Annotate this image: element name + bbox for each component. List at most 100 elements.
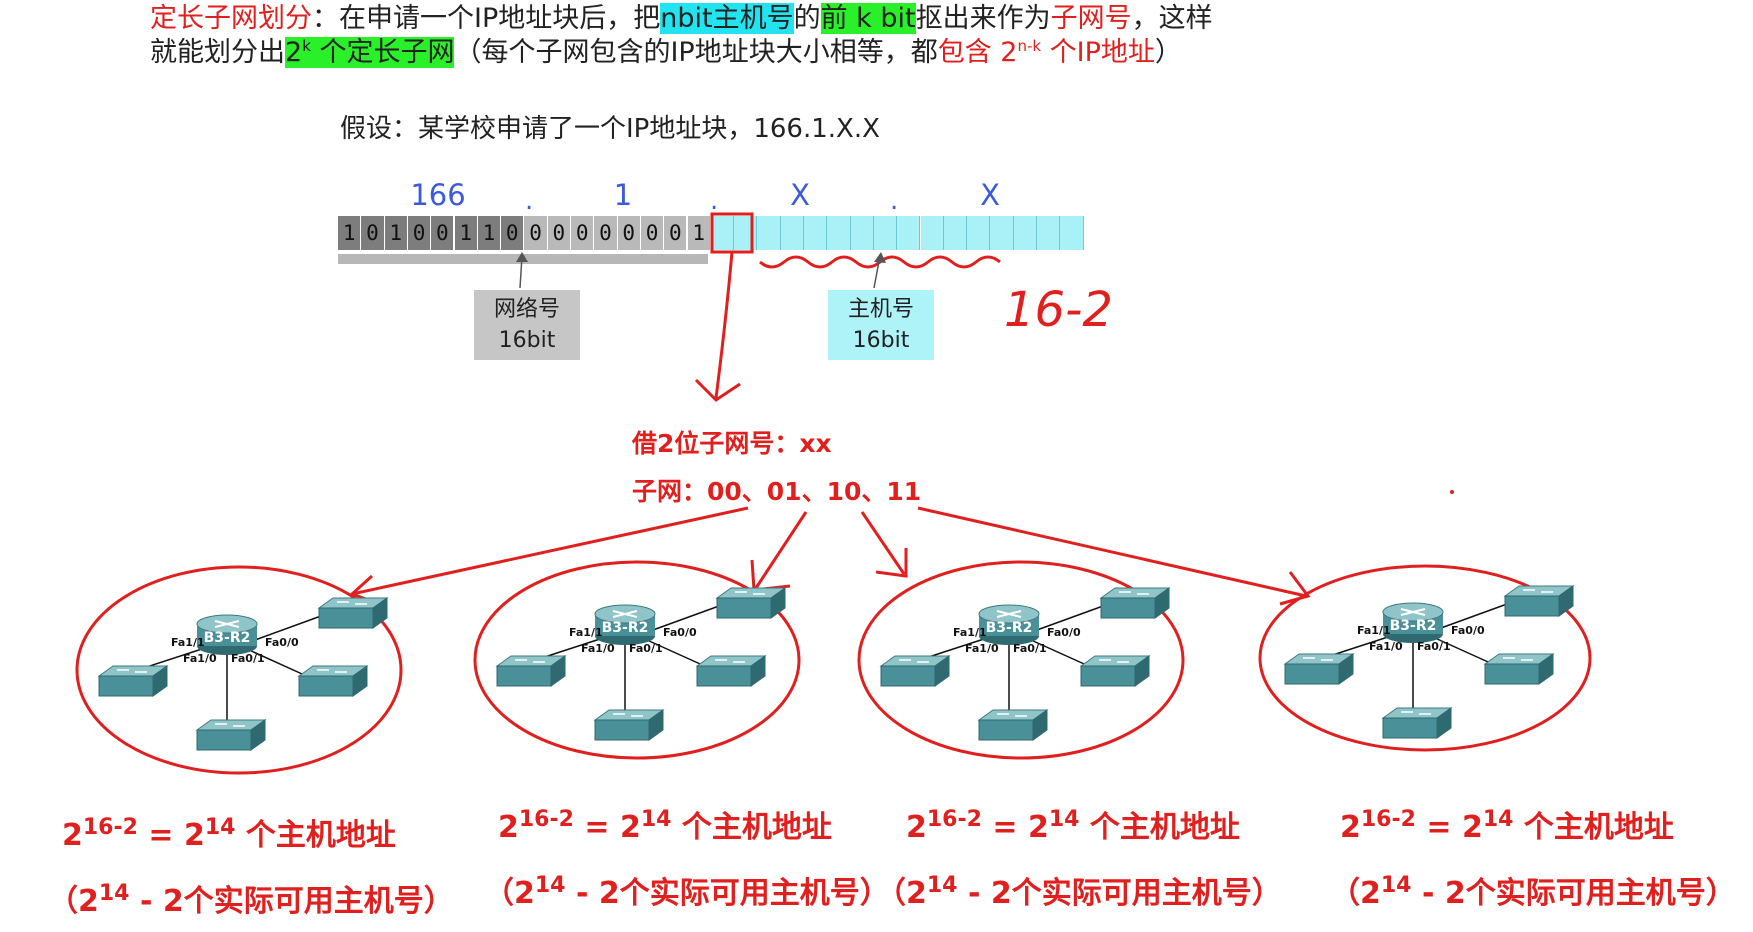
link-line xyxy=(1030,639,1094,669)
link-line xyxy=(1036,605,1104,631)
network-bit: 0 xyxy=(571,216,595,250)
formula-exp: 14 xyxy=(640,807,672,832)
network-bit: 1 xyxy=(454,216,478,250)
addr-text: 个IP地址 xyxy=(1041,37,1155,68)
formula-exp: 16-2 xyxy=(926,807,982,832)
formula-exp: 14 xyxy=(534,873,566,898)
formula-exp: 14 xyxy=(926,873,958,898)
usable-host-formula: （214 - 2个实际可用主机号） xyxy=(876,868,1282,912)
port-label: Fa0/0 xyxy=(663,626,697,639)
formula-text: 个主机地址 xyxy=(1513,810,1674,845)
host-bit xyxy=(1060,216,1084,250)
host-label-bits: 16bit xyxy=(852,328,910,353)
host-bit xyxy=(804,216,828,250)
formula-text: 个主机地址 xyxy=(671,810,832,845)
arrow-subnet-10-head xyxy=(875,548,908,578)
intro-text: （每个子网包含的IP地址块大小相等，都 xyxy=(454,37,938,68)
down-arrow-head xyxy=(694,378,741,402)
switch-icon xyxy=(1504,585,1574,617)
switch-icon xyxy=(696,655,766,687)
port-label: Fa0/1 xyxy=(1417,640,1451,653)
switch-icon xyxy=(318,597,388,629)
network-bit: 1 xyxy=(384,216,408,250)
intro-line-1: 定长子网划分：在申请一个IP地址块后，把nbit主机号的前 k bit抠出来作为… xyxy=(150,2,1213,36)
highlight-first-k-bits: 前 k bit xyxy=(820,3,916,34)
host-bit xyxy=(967,216,991,250)
network-bit: 0 xyxy=(361,216,385,250)
arrow-subnet-01 xyxy=(754,511,808,589)
subnet-circle xyxy=(473,560,801,760)
dot-3: . xyxy=(890,186,899,216)
host-bit xyxy=(850,216,874,250)
formula-text: - 2个实际可用主机号） xyxy=(1411,876,1736,911)
port-label: Fa1/0 xyxy=(1369,640,1403,653)
addr-text: 包含 2 xyxy=(937,37,1018,68)
formula-text: （2 xyxy=(48,884,99,919)
intro-text: 的 xyxy=(793,3,821,34)
power-base: 2 xyxy=(285,37,303,68)
link-line xyxy=(254,615,322,641)
link-line xyxy=(1440,603,1508,629)
network-label-bits: 16bit xyxy=(498,328,556,353)
highlight-host-bits: nbit主机号 xyxy=(660,3,794,34)
formula-text: 2 xyxy=(62,818,83,853)
formula-exp: 14 xyxy=(98,881,130,906)
formula-exp: 16-2 xyxy=(82,815,138,840)
network-bit: 0 xyxy=(594,216,618,250)
formula-text: - 2个实际可用主机号） xyxy=(565,876,890,911)
formula-text: （2 xyxy=(876,876,927,911)
intro-text: ：在申请一个IP地址块后，把 xyxy=(312,3,661,34)
handwritten-note: 16-2 xyxy=(1004,282,1113,338)
formula-exp: 16-2 xyxy=(518,807,574,832)
host-count-formula: 216-2 = 214 个主机地址 xyxy=(498,802,832,846)
intro-text: 抠出来作为 xyxy=(915,3,1051,34)
host-bit xyxy=(710,216,735,250)
switch-icon xyxy=(1080,655,1150,687)
formula-exp: 14 xyxy=(1048,807,1080,832)
host-bit xyxy=(873,216,898,250)
octet-3: X xyxy=(790,178,810,212)
link-line xyxy=(646,639,710,669)
formula-text: 个主机地址 xyxy=(235,818,396,853)
host-bit xyxy=(897,216,921,250)
host-bit xyxy=(1037,216,1061,250)
formula-text: = 2 xyxy=(137,818,205,853)
network-bit: 0 xyxy=(524,216,548,250)
formula-text: 2 xyxy=(906,810,927,845)
host-bit xyxy=(780,216,804,250)
router-name: B3-R2 xyxy=(1390,618,1437,634)
octet-1: 166 xyxy=(410,178,466,212)
arrow-subnet-10 xyxy=(860,511,906,575)
usable-host-formula: （214 - 2个实际可用主机号） xyxy=(1330,868,1736,912)
host-pointer-head xyxy=(874,252,886,263)
host-label: 主机号 16bit xyxy=(828,290,934,360)
arrow-subnet-11-head xyxy=(1279,571,1311,606)
port-label: Fa0/0 xyxy=(1047,626,1081,639)
host-bit xyxy=(920,216,944,250)
dot-2: . xyxy=(710,186,719,216)
dot-1: . xyxy=(525,186,534,216)
router-name: B3-R2 xyxy=(204,630,251,646)
switch-icon xyxy=(978,709,1048,741)
addr-exp: n-k xyxy=(1017,37,1042,55)
formula-exp: 14 xyxy=(204,815,236,840)
formula-text: = 2 xyxy=(1415,810,1483,845)
formula-text: 2 xyxy=(498,810,519,845)
formula-text: 2 xyxy=(1340,810,1361,845)
port-label: Fa0/1 xyxy=(231,652,265,665)
host-count-formula: 216-2 = 214 个主机地址 xyxy=(1340,802,1674,846)
highlight-2k-subnets: 2k 个定长子网 xyxy=(285,37,455,68)
network-bit: 0 xyxy=(501,216,525,250)
network-bit: 1 xyxy=(338,216,362,250)
switch-icon xyxy=(1382,707,1452,739)
switch-icon xyxy=(298,665,368,697)
network-label-title: 网络号 xyxy=(493,297,560,322)
switch-icon xyxy=(496,655,566,687)
usable-host-formula: （214 - 2个实际可用主机号） xyxy=(48,876,454,920)
borrow-bits-text: 借2位子网号：xx xyxy=(632,429,832,458)
host-bit xyxy=(943,216,968,250)
network-bit: 0 xyxy=(664,216,688,250)
